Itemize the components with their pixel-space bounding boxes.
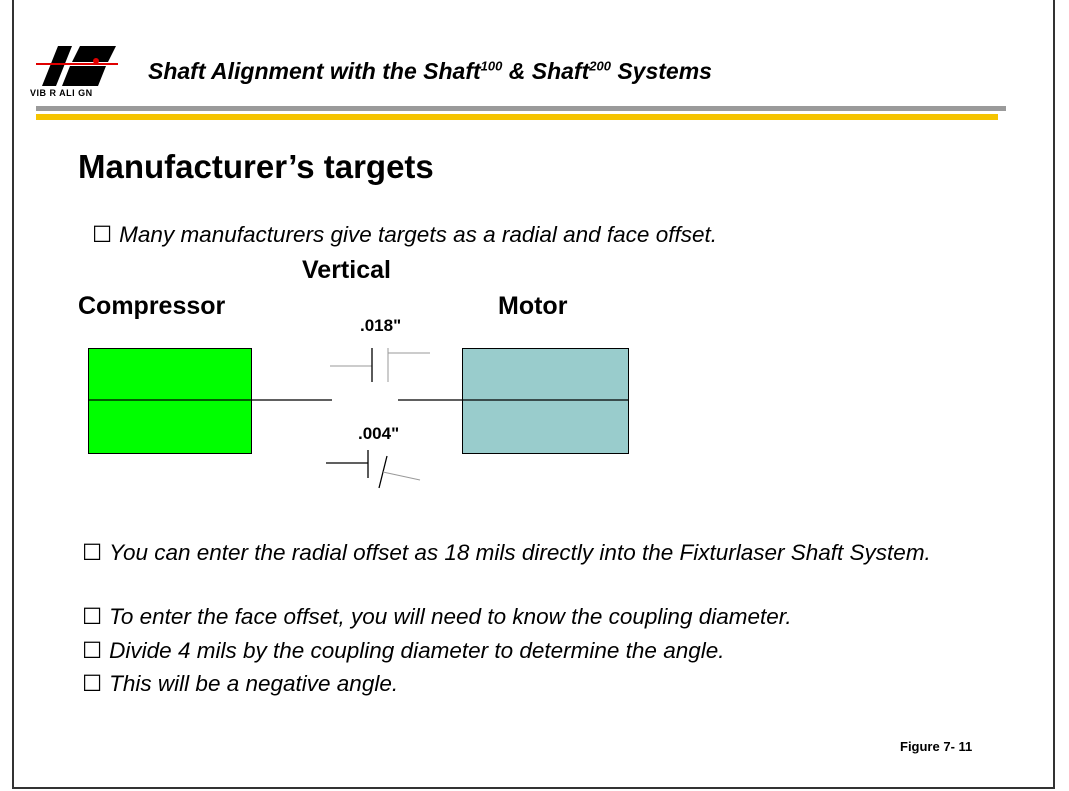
checkbox-icon: ☐ [82,638,103,663]
checkbox-icon: ☐ [82,604,103,629]
bullet-3: ☐To enter the face offset, you will need… [82,604,792,629]
bullet-4: ☐Divide 4 mils by the coupling diameter … [82,638,725,663]
logo-text: VIB R ALI GN [30,88,93,98]
header-rule-gray [36,106,1006,111]
compressor-block [88,348,252,454]
slide-frame [12,0,1055,789]
vibralign-logo-icon [36,46,118,86]
figure-label: Figure 7- 11 [900,739,973,754]
face-offset-label: .004" [358,424,400,443]
radial-offset-label: .018" [360,316,402,335]
vertical-label: Vertical [302,256,391,284]
bullet-2: ☐You can enter the radial offset as 18 m… [82,540,931,565]
slide-title: Manufacturer’s targets [78,148,434,185]
header-rule-gold [36,114,998,120]
checkbox-icon: ☐ [82,671,103,696]
bullet-1: ☐Many manufacturers give targets as a ra… [92,222,717,247]
checkbox-icon: ☐ [92,222,113,247]
checkbox-icon: ☐ [82,540,103,565]
compressor-label: Compressor [78,292,226,320]
motor-label: Motor [498,292,568,320]
header-title: Shaft Alignment with the Shaft100 & Shaf… [148,58,712,84]
motor-block [462,348,629,454]
bullet-5: ☐This will be a negative angle. [82,671,399,696]
